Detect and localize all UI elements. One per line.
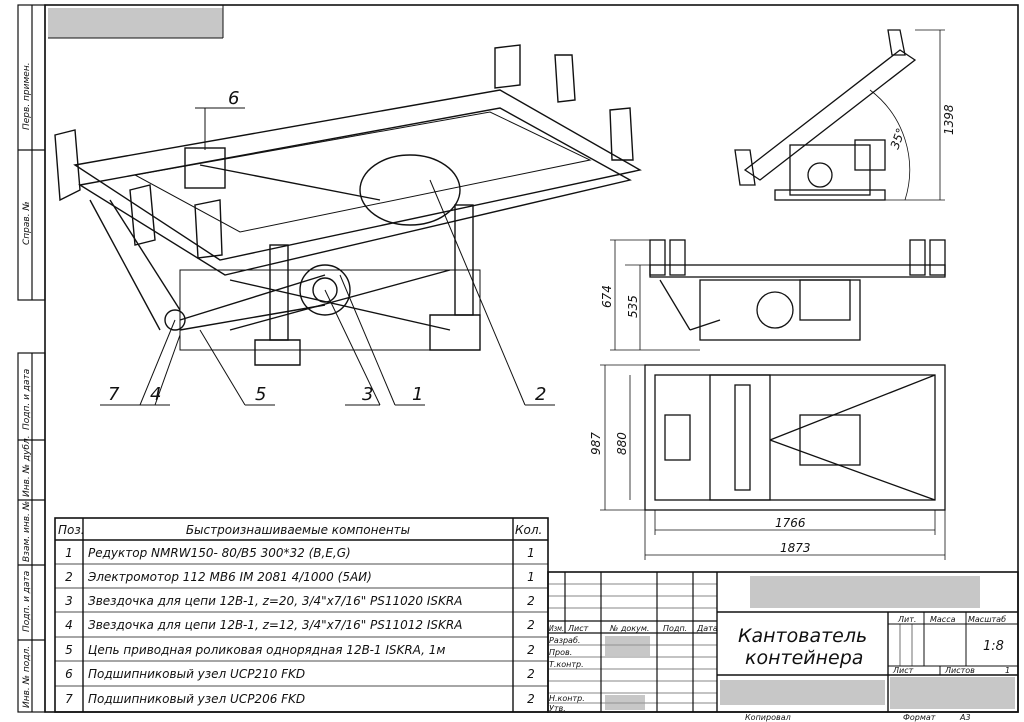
tb-role: Разраб. <box>549 636 580 645</box>
table-cell-pos: 1 <box>65 546 73 560</box>
table-cell-qty: 1 <box>527 546 535 560</box>
tb-col-sign: Подп. <box>663 624 687 633</box>
tb-role: Т.контр. <box>549 660 584 669</box>
table-cell-pos: 5 <box>65 643 73 657</box>
callout-1: 1 <box>412 384 423 405</box>
tb-role: Пров. <box>549 648 572 657</box>
tb-col-list: Лист <box>567 624 589 633</box>
dim-angle: 35° <box>888 126 908 151</box>
table-cell-pos: 7 <box>65 692 73 706</box>
table-cell-qty: 2 <box>527 618 535 632</box>
callout-3: 3 <box>362 384 373 405</box>
table-cell-name: Цепь приводная роликовая однорядная 12B-… <box>88 643 446 657</box>
table-cell-pos: 4 <box>65 618 73 632</box>
callout-6: 6 <box>228 88 239 109</box>
dim-length-frame: 1766 <box>775 516 806 530</box>
table-cell-name: Звездочка для цепи 12B-1, z=12, 3/4"x7/1… <box>88 618 462 632</box>
table-cell-name: Подшипниковый узел UCP210 FKD <box>88 667 305 681</box>
side-label: Инв. № подл. <box>22 646 32 708</box>
callout-leaders <box>100 107 555 406</box>
tb-scale-label: Масштаб <box>968 615 1006 624</box>
tb-mass-label: Масса <box>930 615 956 624</box>
tb-sheet-label: Лист <box>892 666 914 675</box>
isometric-view <box>54 44 642 366</box>
tb-col-izm: Изм. <box>549 624 564 633</box>
tb-role: Н.контр. <box>549 694 585 703</box>
table-cell-qty: 2 <box>527 594 535 608</box>
table-cell-qty: 2 <box>527 692 535 706</box>
callout-4: 4 <box>150 384 161 405</box>
dim-height-total: 674 <box>600 285 614 308</box>
tb-sheets-label: Листов <box>944 666 975 675</box>
dim-height-frame: 535 <box>626 295 640 318</box>
table-header-qty: Кол. <box>515 523 542 537</box>
side-label: Инв. № дубл. <box>22 435 32 497</box>
dim-height-tilt: 1398 <box>942 104 956 135</box>
redacted-stamp <box>48 8 223 38</box>
tb-sheets-value: 1 <box>1005 666 1010 675</box>
callout-2: 2 <box>535 384 546 405</box>
side-label: Перв. примен. <box>22 62 32 130</box>
table-cell-qty: 2 <box>527 667 535 681</box>
drawing-title-line1: Кантователь <box>738 625 867 647</box>
top-view <box>600 364 946 560</box>
table-cell-name: Звездочка для цепи 12B-1, z=20, 3/4"x7/1… <box>88 594 462 608</box>
table-cell-pos: 6 <box>65 667 73 681</box>
tb-lit-label: Лит. <box>897 615 916 624</box>
side-label: Взам. инв. № <box>22 501 32 562</box>
dim-width-frame: 880 <box>615 432 629 455</box>
table-cell-name: Редуктор NMRW150- 80/B5 300*32 (B,E,G) <box>88 546 351 560</box>
tb-format-label: Формат <box>903 713 936 722</box>
drawing-title-line2: контейнера <box>745 647 863 669</box>
dim-length-total: 1873 <box>780 541 811 555</box>
tb-col-doc: № докум. <box>609 624 649 633</box>
side-label: Подп. и дата <box>22 369 32 430</box>
dim-width-total: 987 <box>589 432 603 455</box>
table-cell-pos: 3 <box>65 594 73 608</box>
tb-col-date: Дата <box>696 624 718 633</box>
callout-7: 7 <box>108 384 120 405</box>
front-view <box>610 239 946 351</box>
table-cell-qty: 1 <box>527 570 535 584</box>
table-cell-name: Подшипниковый узел UCP206 FKD <box>88 692 305 706</box>
title-block-grid <box>547 571 1019 713</box>
tilted-side-view <box>734 29 945 201</box>
table-cell-pos: 2 <box>65 570 73 584</box>
side-label: Справ. № <box>22 201 32 245</box>
tb-copied-label: Копировал <box>745 713 791 722</box>
side-label: Подп. и дата <box>22 571 32 632</box>
tb-role: Утв. <box>549 704 566 713</box>
callout-5: 5 <box>255 384 266 405</box>
parts-table-grid <box>54 517 549 713</box>
tb-scale-value: 1:8 <box>983 639 1004 654</box>
table-header-pos: Поз. <box>58 523 85 537</box>
table-cell-name: Электромотор 112 MB6 IM 2081 4/1000 (5АИ… <box>87 570 372 584</box>
side-stamp <box>17 4 46 713</box>
table-cell-qty: 2 <box>527 643 535 657</box>
tb-format-value: A3 <box>959 713 971 722</box>
table-header-name: Быстроизнашиваемые компоненты <box>186 523 410 537</box>
